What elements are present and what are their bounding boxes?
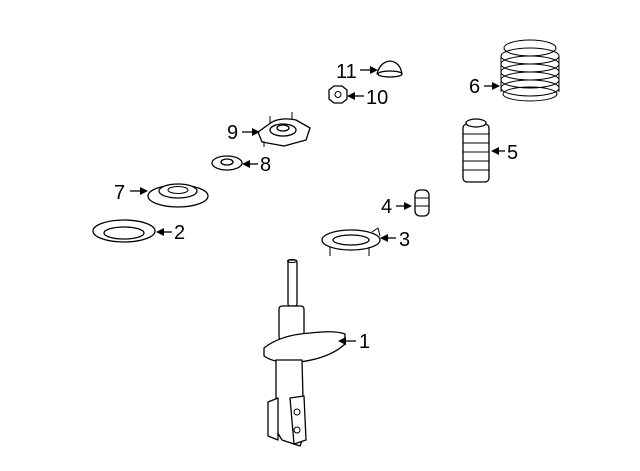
callout-6: 6: [469, 76, 500, 98]
part-6-coil-spring[interactable]: [500, 39, 560, 102]
callout-11: 11: [336, 61, 378, 83]
callout-2: 2: [156, 222, 185, 244]
callout-4-label: 4: [381, 196, 392, 218]
callout-2-label: 2: [174, 222, 185, 244]
callout-7-label: 7: [114, 182, 125, 204]
callout-9: 9: [227, 122, 260, 144]
callout-8: 8: [242, 154, 271, 176]
part-8-washer[interactable]: [211, 155, 243, 171]
part-2-spring-insulator[interactable]: [92, 219, 156, 243]
part-10-nut[interactable]: [328, 85, 348, 104]
part-1-strut-assembly[interactable]: [263, 259, 346, 447]
part-5-dust-boot[interactable]: [462, 118, 490, 183]
callout-10-label: 10: [366, 87, 388, 109]
callout-5-label: 5: [507, 142, 518, 164]
callout-1: 1: [338, 331, 370, 353]
part-9-strut-mount[interactable]: [257, 112, 311, 147]
callout-10: 10: [347, 87, 388, 109]
callout-8-label: 8: [260, 154, 271, 176]
callout-11-label: 11: [336, 61, 357, 83]
callout-3: 3: [380, 229, 410, 251]
callout-5: 5: [491, 142, 518, 164]
part-7-upper-spring-seat[interactable]: [147, 183, 209, 208]
callout-7: 7: [114, 182, 148, 204]
callout-1-label: 1: [359, 331, 370, 353]
callout-6-label: 6: [469, 76, 480, 98]
part-11-strut-cap[interactable]: [376, 60, 403, 78]
part-4-bump-stop[interactable]: [414, 189, 430, 217]
callout-3-label: 3: [399, 229, 410, 251]
callout-4: 4: [381, 196, 412, 218]
callout-9-label: 9: [227, 122, 238, 144]
part-3-lower-spring-seat[interactable]: [321, 227, 381, 256]
